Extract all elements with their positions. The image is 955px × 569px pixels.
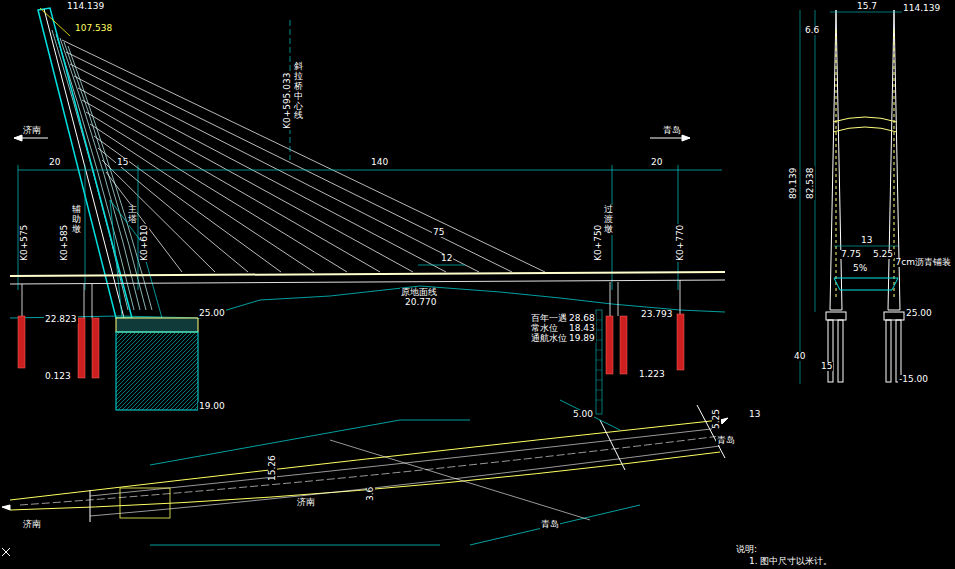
plan-view [2, 400, 728, 545]
stay-cables [62, 40, 545, 272]
pylon-side [800, 10, 905, 384]
drawing-label: 22.823 [44, 315, 78, 324]
drawing-label: 7.75 [840, 250, 862, 259]
drawing-label: 说明: [735, 545, 758, 554]
drawing-label: 18.43 [568, 324, 596, 333]
drawing-label: 0.123 [44, 372, 72, 381]
drawing-label: 百年一遇 [530, 314, 568, 323]
drawing-label: 5.25 [872, 250, 894, 259]
drawing-label: K0+575 [20, 224, 29, 262]
drawing-label: -15.00 [898, 375, 929, 384]
drawing-label: 28.68 [568, 314, 596, 323]
drawing-label: 济南 [22, 126, 42, 135]
drawing-label: 40 [793, 352, 806, 361]
drawing-label: 25.00 [198, 309, 226, 318]
drawing-label: 13 [748, 410, 761, 419]
drawing-label: 青岛 [540, 520, 560, 529]
drawing-label: 6.6 [804, 26, 820, 35]
drawing-label: 75 [432, 228, 445, 237]
drawing-label: 1. 图中尺寸以米计。 [748, 557, 833, 566]
drawing-label: 107.538 [74, 24, 113, 33]
drawing-label: 济南 [22, 520, 42, 529]
drawing-label: 89.139 [789, 167, 798, 201]
drawing-label: 15 [116, 158, 129, 167]
drawing-label: 20 [650, 158, 663, 167]
drawing-label: 原地面线 [400, 288, 438, 297]
drawing-label: 常水位 [530, 324, 559, 333]
drawing-label: 25.00 [905, 309, 933, 318]
drawing-label: K0+750 [594, 224, 603, 262]
drawing-label: K0+595.033 [283, 72, 292, 130]
drawing-label: 5.00 [572, 410, 594, 419]
drawing-label: 青岛 [662, 126, 682, 135]
drawing-label: 140 [370, 158, 389, 167]
drawing-label: 5.25 [712, 408, 721, 430]
drawing-label: 19.00 [198, 402, 226, 411]
drawing-label: 15.26 [268, 454, 277, 482]
drawing-label: 辅助墩 [72, 205, 81, 235]
drawing-label: 1.223 [638, 370, 666, 379]
drawing-label: 济南 [296, 498, 316, 507]
pylon [38, 8, 162, 318]
drawing-label: 12 [440, 254, 453, 263]
drawing-label: 20 [48, 158, 61, 167]
drawing-label: 15 [820, 362, 833, 371]
drawing-label: 13 [860, 236, 873, 245]
drawing-label: K0+770 [676, 224, 685, 262]
drawing-label: 20.770 [404, 298, 438, 307]
drawing-label: 5% [852, 264, 868, 273]
drawing-label: 青岛 [716, 436, 736, 445]
drawing-label: 过渡墩 [604, 205, 613, 235]
drawing-label: K0+610 [140, 224, 149, 262]
drawing-label: K0+585 [60, 224, 69, 262]
drawing-label: 通航水位 [530, 334, 568, 343]
drawing-label: 19.89 [568, 334, 596, 343]
drawing-label: 23.793 [640, 310, 674, 319]
drawing-label: 82.538 [806, 167, 815, 201]
drawing-label: 3.6 [366, 486, 375, 502]
drawing-label: 114.139 [66, 2, 105, 11]
drawing-label: 7cm沥青铺装 [895, 258, 952, 267]
drawing-label: 15.7 [856, 2, 878, 11]
caisson [116, 332, 198, 410]
drawing-label: 主塔 [128, 205, 137, 225]
drawing-label: 114.139 [902, 4, 941, 13]
drawing-label: 斜拉桥中心线 [294, 62, 303, 121]
